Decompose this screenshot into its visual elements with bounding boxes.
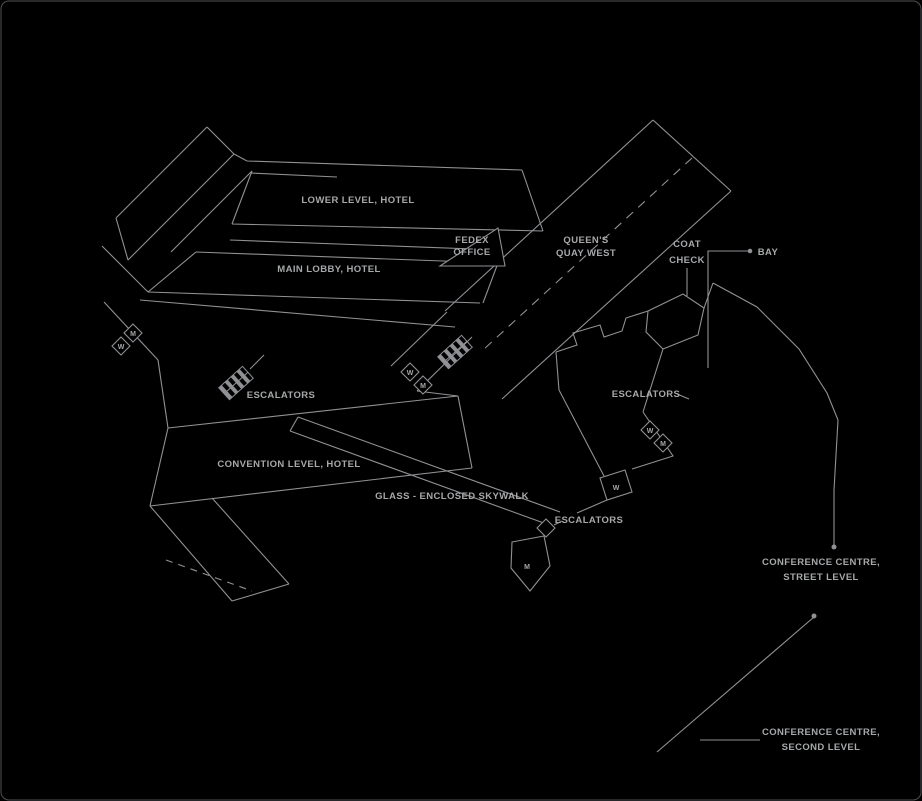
escalator-symbol-street (437, 334, 473, 370)
washroom-women-room (599, 469, 633, 501)
label-washroom-w-street: W (407, 370, 414, 377)
label-escalators-conference: ESCALATORS (612, 389, 681, 400)
coat-check-room (645, 293, 705, 350)
label-fedex-office-line2: OFFICE (453, 247, 490, 258)
bay-leader (707, 250, 748, 368)
label-conference-second-line2: SECOND LEVEL (782, 742, 861, 753)
skywalk-walls (289, 416, 561, 527)
convention-walls (149, 395, 473, 602)
label-washroom-m-street: M (420, 383, 426, 390)
label-washroom-m-conference: M (660, 441, 666, 448)
hotel-wing-walls (115, 126, 253, 261)
label-queens-quay-line1: QUEEN'S (563, 235, 608, 246)
label-escalators-hotel: ESCALATORS (247, 390, 316, 401)
label-queens-quay-line2: QUAY WEST (556, 248, 616, 259)
convention-dashed-line (165, 559, 253, 592)
label-lower-level-hotel: LOWER LEVEL, HOTEL (301, 195, 414, 206)
label-washroom-w-conference: W (647, 428, 654, 435)
label-convention-level-hotel: CONVENTION LEVEL, HOTEL (217, 459, 360, 470)
convention-level-outline (149, 395, 473, 602)
conference-south-edge (555, 351, 608, 514)
hotel-outline (101, 126, 544, 429)
label-coat-check-line1: COAT (673, 239, 701, 250)
bay-dot (747, 248, 753, 254)
escalator-skywalk-leader (553, 520, 563, 526)
callout-lines (249, 248, 837, 753)
label-coat-check-line2: CHECK (669, 255, 705, 266)
label-conference-street-line1: CONFERENCE CENTRE, (762, 557, 880, 568)
washroom-men-room (510, 535, 551, 592)
label-conference-street-line2: STREET LEVEL (783, 572, 859, 583)
second-level-line (656, 616, 815, 753)
skywalk-outline (289, 416, 561, 527)
conference-east-sweep (703, 282, 839, 546)
conference-inner-wall (631, 348, 674, 470)
label-escalators-skywalk: ESCALATORS (555, 515, 624, 526)
street-edges (444, 119, 732, 400)
conference-north-edge (555, 310, 649, 353)
second-level-dot (811, 613, 817, 619)
label-washroom-m-hotel: M (130, 331, 136, 338)
label-washroom-w-hotel: W (118, 344, 125, 351)
map-labels: LOWER LEVEL, HOTEL MAIN LOBBY, HOTEL FED… (118, 195, 880, 753)
escalator-conference-leader (676, 393, 690, 400)
street-level-dot (831, 544, 837, 550)
label-washroom-w-room: W (613, 485, 620, 492)
hotel-lower-level-walls (229, 153, 544, 251)
label-skywalk: GLASS - ENCLOSED SKYWALK (375, 491, 529, 502)
fedex-office-wedge (438, 227, 506, 267)
label-bay: BAY (758, 247, 779, 258)
label-washroom-m-room: M (524, 564, 530, 571)
escalator-hotel-leader (249, 354, 265, 370)
label-main-lobby-hotel: MAIN LOBBY, HOTEL (277, 264, 380, 275)
conference-centre-outline (510, 282, 839, 592)
label-conference-second-line1: CONFERENCE CENTRE, (762, 727, 880, 738)
label-fedex-office-line1: FEDEX (455, 235, 489, 246)
